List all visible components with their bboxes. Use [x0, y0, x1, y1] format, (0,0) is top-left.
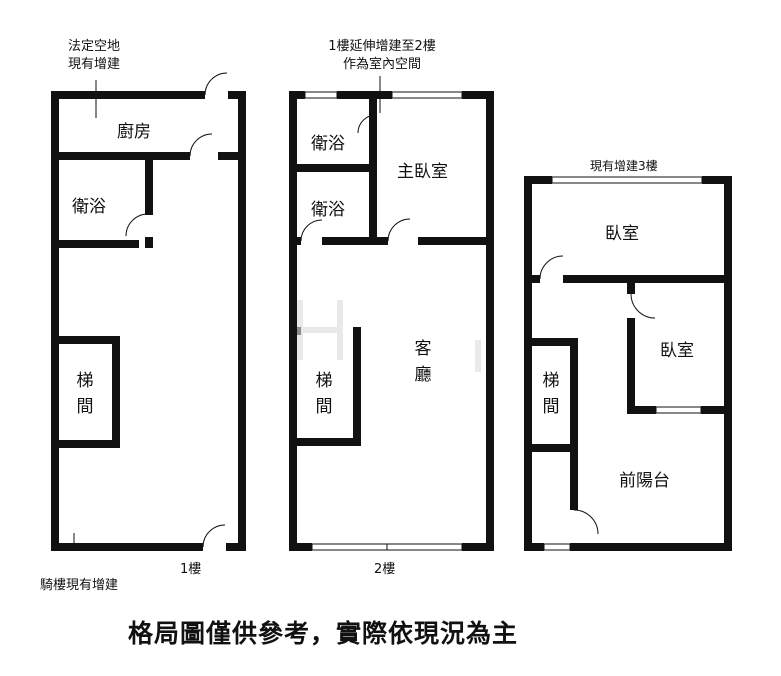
living-char: 客	[414, 339, 432, 359]
room-stair-3f: 梯 間	[540, 368, 562, 420]
floor-3-door-swings	[539, 255, 656, 535]
stair-char: 梯	[315, 371, 333, 391]
room-bedroom-3f-upper: 臥室	[605, 224, 639, 244]
stair-char: 梯	[542, 371, 560, 391]
room-master-bedroom: 主臥室	[397, 162, 448, 182]
note-line: 現有增建	[67, 57, 120, 72]
room-bath-2f-upper: 衛浴	[311, 134, 345, 154]
living-char: 廳	[414, 365, 432, 385]
floor-2-top-note: 1樓延伸增建至2樓 作為室內空間	[308, 38, 456, 74]
floor-1-door-swings	[125, 72, 228, 548]
room-bedroom-3f-lower: 臥室	[660, 341, 694, 361]
note-line: 1樓延伸增建至2樓	[328, 39, 436, 54]
floor-3-top-note: 現有增建3樓	[590, 159, 658, 173]
floor-1-bottom-note: 騎樓現有增建	[40, 578, 119, 593]
floor-2-label: 2樓	[374, 562, 396, 577]
room-bath-1f: 衛浴	[72, 197, 106, 217]
floor-1-top-note: 法定空地 現有增建	[54, 38, 134, 74]
floor-1-label: 1樓	[180, 562, 202, 577]
floor-3-plan	[524, 176, 732, 551]
watermark	[297, 300, 481, 372]
note-line: 作為室內空間	[342, 57, 421, 72]
floor-2-door-swings	[300, 114, 411, 242]
room-front-balcony: 前陽台	[619, 471, 670, 491]
floor-1-plan	[51, 72, 246, 551]
room-stair-1f: 梯 間	[74, 368, 96, 420]
room-kitchen: 廚房	[117, 122, 151, 142]
room-bath-2f-lower: 衛浴	[311, 200, 345, 220]
stair-char: 間	[315, 397, 333, 417]
stair-char: 間	[542, 397, 560, 417]
floor-3-windows	[543, 176, 703, 551]
note-line: 法定空地	[67, 39, 120, 54]
floor-2-plan	[289, 76, 494, 551]
disclaimer-caption: 格局圖僅供參考，實際依現況為主	[128, 619, 519, 648]
stair-char: 間	[76, 397, 94, 417]
stair-char: 梯	[76, 371, 94, 391]
room-living-room: 客 廳	[412, 336, 434, 388]
floor-3-walls	[524, 176, 732, 551]
floor-1-walls	[51, 91, 246, 551]
floor-2-windows	[304, 91, 463, 551]
room-stair-2f: 梯 間	[313, 368, 335, 420]
floor-1-leader-lines	[73, 80, 97, 548]
floor-2-walls	[289, 91, 494, 551]
